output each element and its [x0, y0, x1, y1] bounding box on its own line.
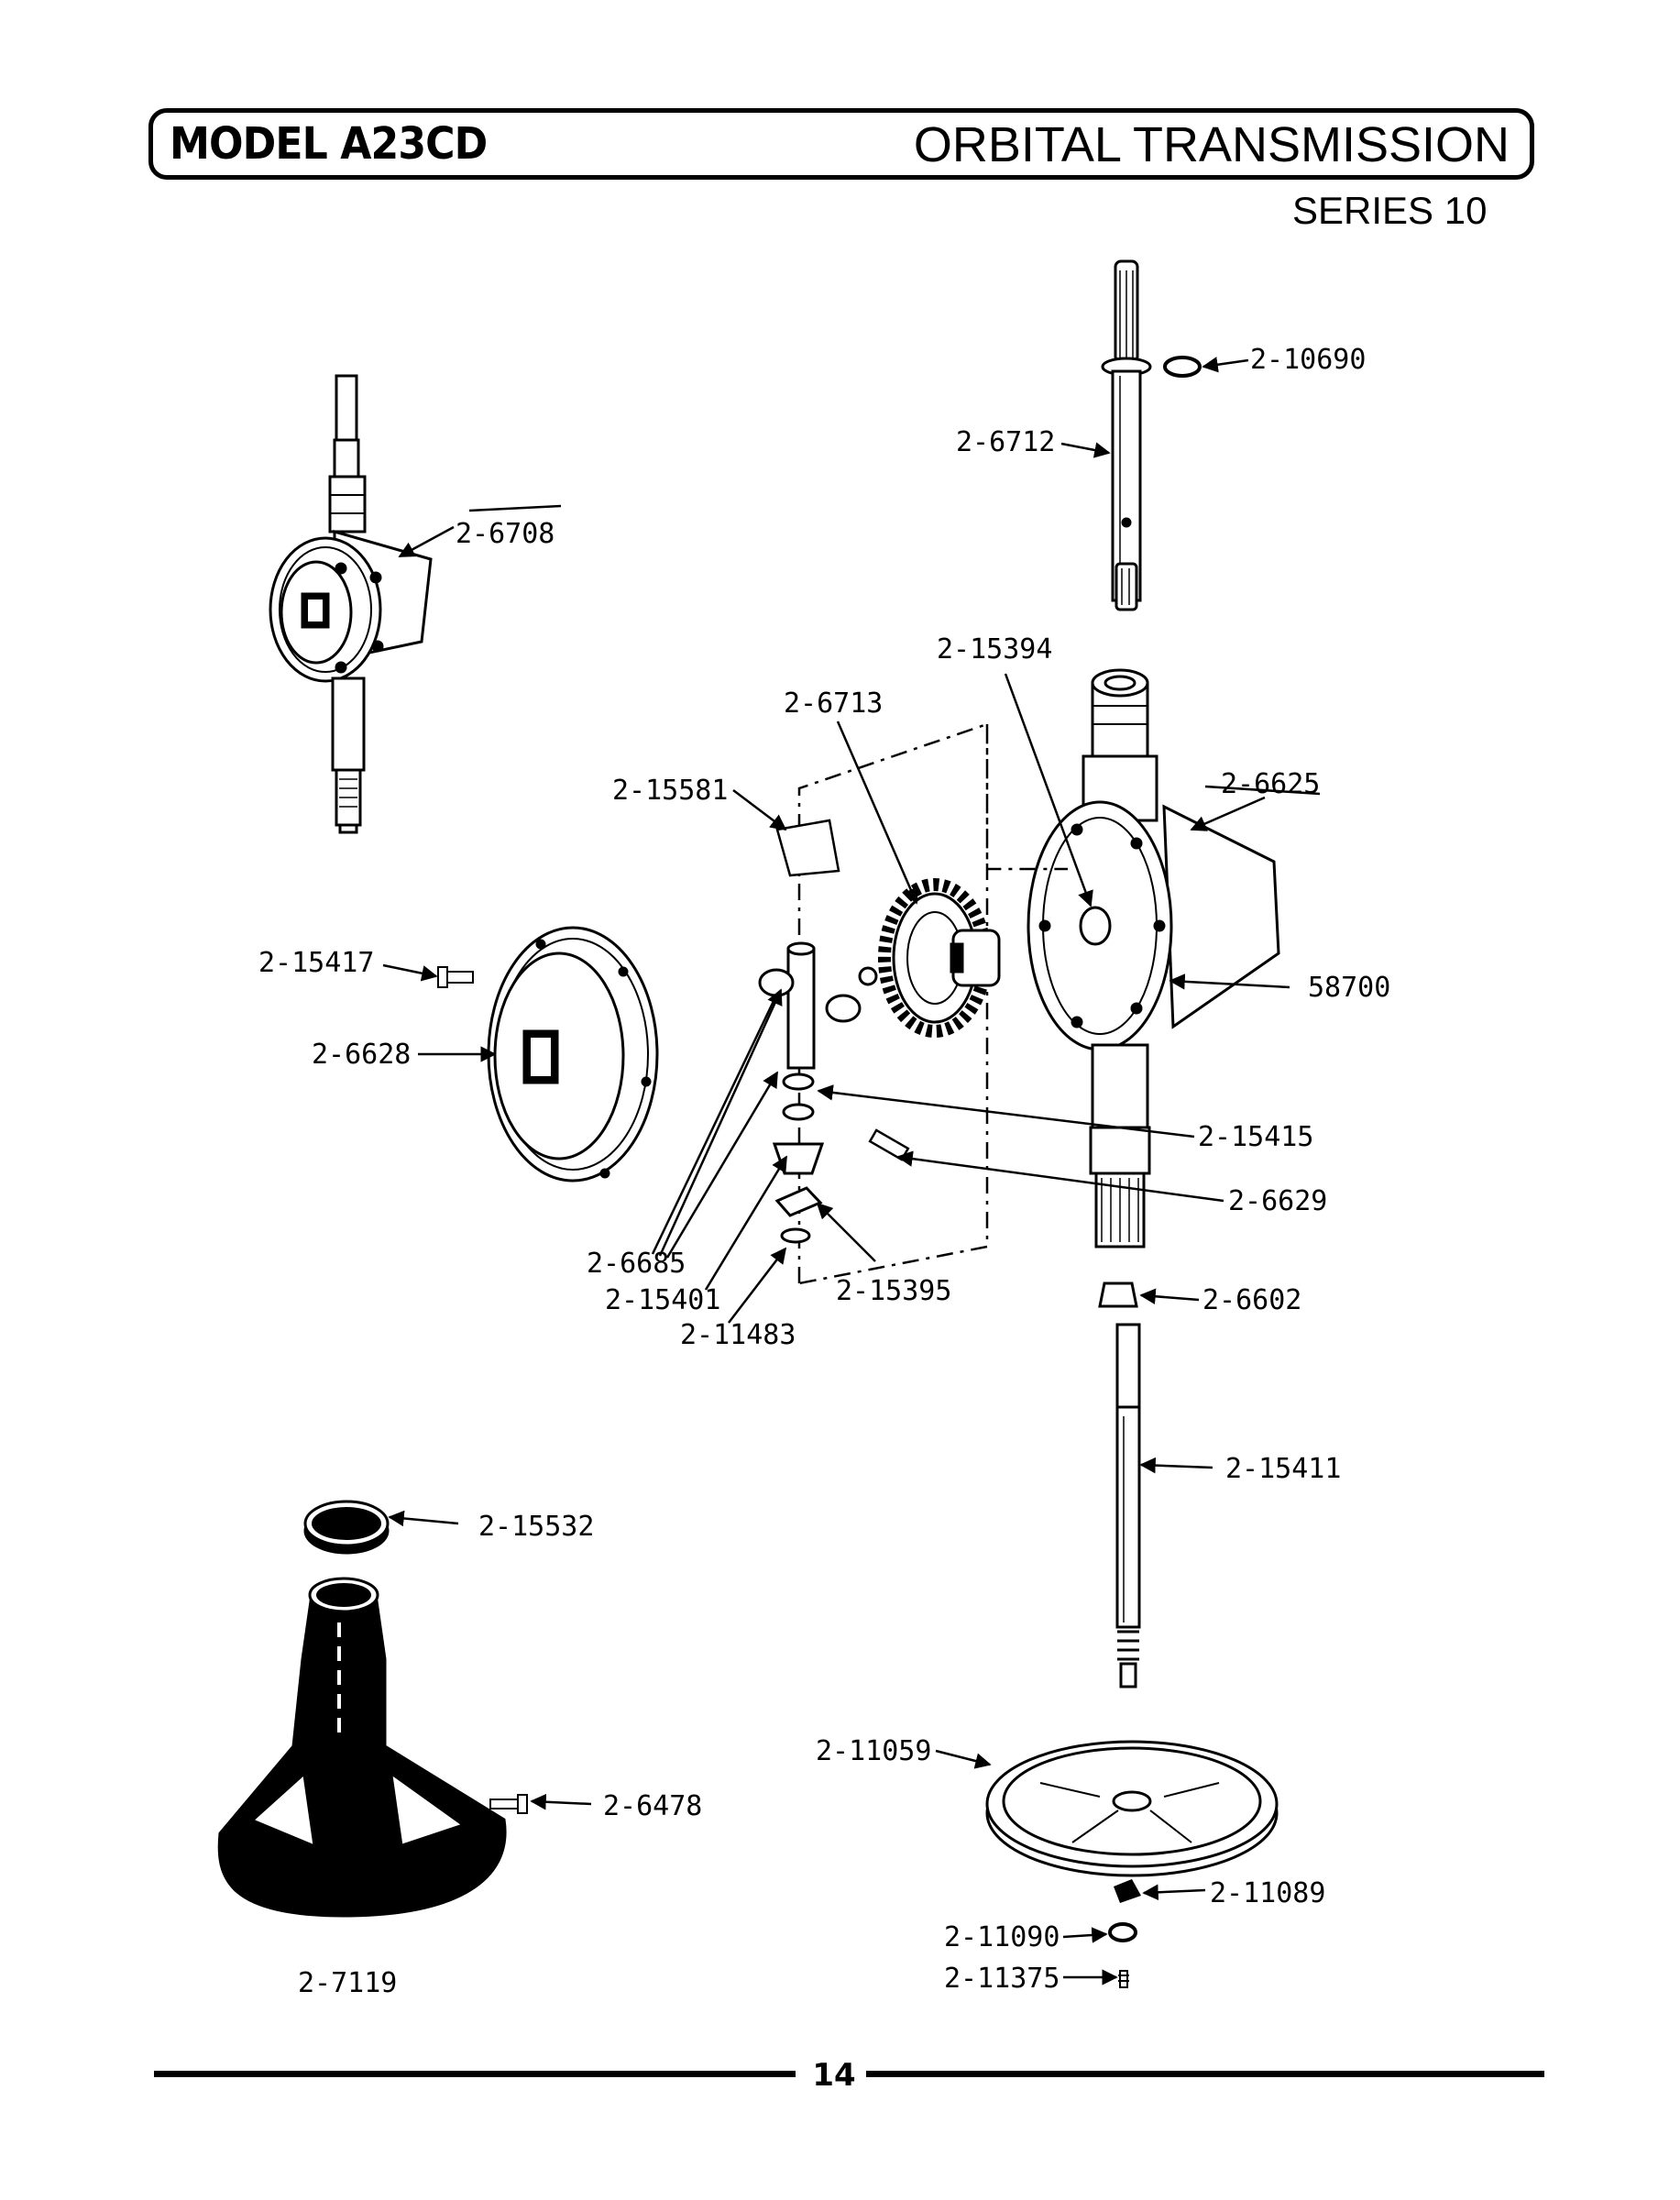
cap-illustration: [303, 1500, 390, 1555]
series-label: SERIES 10: [1292, 189, 1488, 232]
part-label-2-7119: 2-7119: [298, 1967, 397, 1999]
part-label-2-6478: 2-6478: [603, 1790, 702, 1822]
part-label-2-6708: 2-6708: [456, 518, 555, 550]
yoke-illustration: [758, 941, 878, 1070]
part-label-2-6713: 2-6713: [784, 688, 883, 720]
part-label-2-10690: 2-10690: [1250, 344, 1366, 376]
part-label-2-6625: 2-6625: [1221, 768, 1320, 800]
part-label-58700: 58700: [1308, 972, 1390, 1004]
pulley-illustration: [985, 1740, 1279, 1877]
screw-illustration: [1118, 1970, 1129, 1988]
page-number: 14: [812, 2057, 856, 2094]
part-label-2-6602: 2-6602: [1202, 1284, 1301, 1316]
part-label-2-15417: 2-15417: [258, 947, 374, 979]
bolt-illustration: [437, 966, 474, 988]
part-label-2-15401: 2-15401: [605, 1284, 720, 1316]
transmission-assembly-illustration: [269, 374, 433, 834]
footer-rule-left: [154, 2071, 796, 2077]
clip-illustration: [775, 819, 840, 877]
part-label-2-15581: 2-15581: [612, 775, 728, 807]
transmission-case-illustration: [1027, 668, 1280, 1248]
cover-illustration: [487, 926, 659, 1182]
part-label-2-6629: 2-6629: [1228, 1185, 1327, 1217]
part-label-2-11090: 2-11090: [944, 1921, 1060, 1953]
part-label-2-11483: 2-11483: [680, 1319, 796, 1351]
agitator-illustration: [217, 1577, 507, 1918]
o-ring-illustration: [1163, 356, 1202, 378]
part-label-2-6628: 2-6628: [312, 1039, 411, 1071]
footer-rule-right: [866, 2071, 1544, 2077]
part-label-2-11059: 2-11059: [816, 1735, 931, 1767]
part-label-2-6685: 2-6685: [587, 1248, 686, 1280]
pin-illustration: [868, 1128, 910, 1161]
model-title: MODEL A23CD: [170, 118, 488, 170]
washer-illustration: [1114, 1879, 1141, 1903]
part-label-2-11089: 2-11089: [1210, 1877, 1325, 1909]
gear-illustration: [878, 878, 1001, 1038]
agitator-screw-illustration: [489, 1794, 528, 1814]
nut-illustration: [1098, 1282, 1138, 1308]
lock-washer-illustration: [1108, 1922, 1137, 1942]
part-label-2-15415: 2-15415: [1198, 1121, 1313, 1153]
header-box: MODEL A23CD ORBITAL TRANSMISSION: [148, 108, 1534, 180]
part-label-2-6712: 2-6712: [956, 426, 1055, 458]
bushing-stack-illustration: [772, 1072, 825, 1244]
leader-lines: [382, 357, 1321, 1986]
part-label-2-11375: 2-11375: [944, 1963, 1060, 1995]
drive-shaft-illustration: [1115, 1323, 1141, 1688]
part-label-2-15395: 2-15395: [836, 1275, 951, 1307]
section-title: ORBITAL TRANSMISSION: [913, 117, 1510, 172]
part-label-2-15411: 2-15411: [1225, 1453, 1341, 1485]
part-label-2-15394: 2-15394: [937, 633, 1052, 666]
agitator-shaft-illustration: [1101, 259, 1152, 611]
part-label-2-15532: 2-15532: [478, 1511, 594, 1543]
